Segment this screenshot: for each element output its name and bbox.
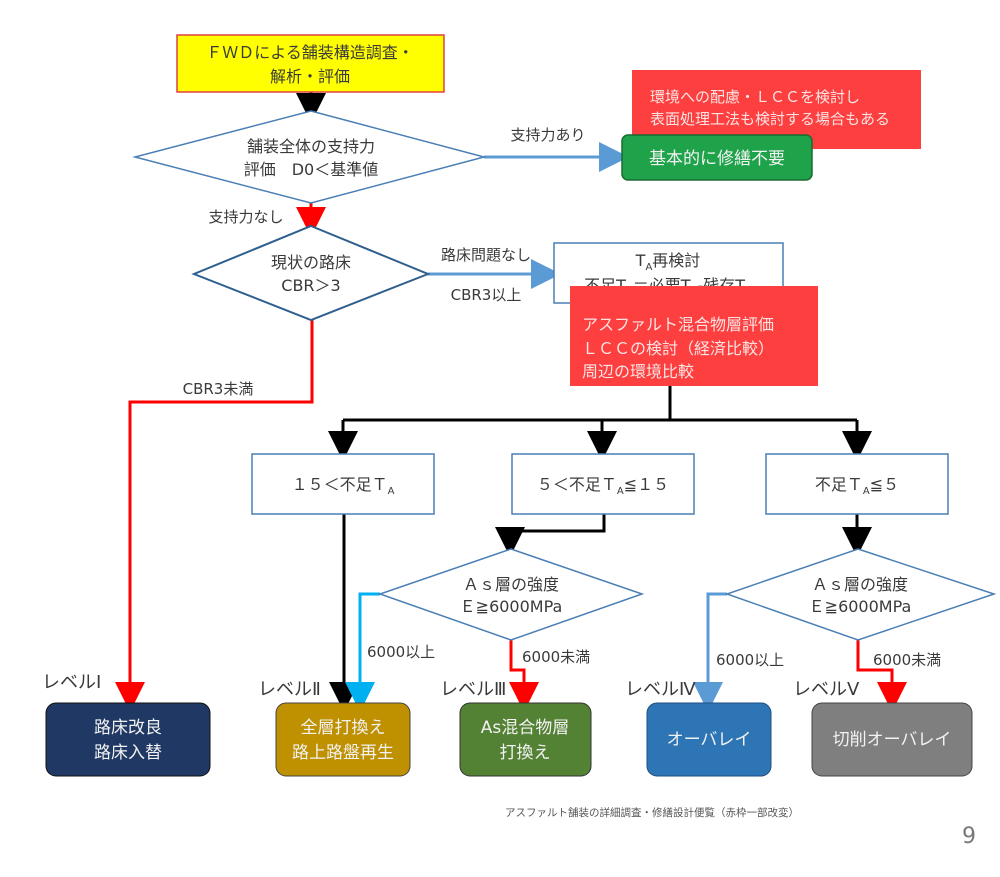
edge-label-as1-under: 6000未満 — [522, 648, 590, 666]
edge-range2-to-as1 — [495, 514, 606, 557]
decision-overall-line1: 舗装全体の支持力 — [247, 137, 375, 156]
decision-subgrade-line1: 現状の路床 — [271, 253, 351, 272]
decision-as1-line1: Ａｓ層の強度 — [463, 575, 559, 594]
level-5-box: 切削オーバレイ — [811, 702, 973, 777]
level-3-box: As混合物層 打換え — [459, 702, 592, 777]
edge-label-cbr-over: CBR3以上 — [451, 286, 522, 304]
edge-label-as2-over: 6000以上 — [716, 651, 784, 669]
decision-subgrade-line2: CBR＞3 — [281, 276, 340, 295]
edge-label-support-no: 支持力なし — [208, 208, 283, 226]
start-box: ＦＷＤによる舗装構造調査・ 解析・評価 — [176, 34, 445, 93]
note-asphalt-evaluation: アスファルト混合物層評価 ＬＣＣの検討（経済比較） 周辺の環境比較 — [570, 286, 818, 386]
level-3-line1: As混合物層 — [481, 718, 570, 738]
decision-as-layer-1: Ａｓ層の強度 Ｅ≧6000MPa — [377, 548, 645, 641]
edge-label-cbr-under: CBR3未満 — [183, 380, 254, 398]
note-env-line2: 表面処理工法も検討する場合もある — [650, 110, 890, 128]
level-2-line1: 全層打換え — [301, 718, 386, 738]
decision-as1-line2: Ｅ≧6000MPa — [460, 597, 563, 616]
edge-as1-under — [509, 640, 539, 712]
start-box-line1: ＦＷＤによる舗装構造調査・ — [206, 43, 414, 62]
edge-as2-under — [856, 640, 907, 712]
edge-as2-over — [693, 592, 727, 712]
decision-as2-line2: Ｅ≧6000MPa — [809, 597, 912, 616]
edge-cbr-under — [115, 320, 314, 712]
level-5-line1: 切削オーバレイ — [833, 730, 952, 750]
range-box-over15-label: １５＜不足ＴA — [292, 475, 395, 497]
range-box-under5-label: 不足ＴA≦５ — [815, 475, 899, 497]
level-2-box: 全層打換え 路上路盤再生 — [275, 702, 411, 777]
level-3-line2: 打換え — [500, 743, 551, 763]
range-box-over15: １５＜不足ＴA — [251, 453, 435, 515]
decision-as2-line1: Ａｓ層の強度 — [812, 575, 908, 594]
range-box-under5: 不足ＴA≦５ — [765, 453, 949, 515]
decision-subgrade: 現状の路床 CBR＞3 — [191, 224, 431, 322]
level-2-line2: 路上路盤再生 — [292, 743, 394, 763]
level-4-line1: オーバレイ — [667, 730, 752, 750]
start-box-line2: 解析・評価 — [270, 67, 350, 86]
edge-label-as2-under: 6000未満 — [873, 651, 941, 669]
range-box-5to15-label: ５＜不足ＴA≦１５ — [537, 475, 669, 497]
decision-overall-support: 舗装全体の支持力 評価 D0＜基準値 — [132, 110, 487, 204]
level-4-box: オーバレイ — [646, 702, 772, 777]
edge-label-support-yes: 支持力あり — [510, 126, 585, 144]
ta-box-line1: TA再検討 — [635, 251, 701, 273]
decision-overall-line2: 評価 D0＜基準値 — [244, 160, 379, 179]
level-1-line1: 路床改良 — [94, 718, 162, 738]
level-4-label: レベルⅣ — [625, 679, 696, 700]
page-number: 9 — [962, 824, 976, 849]
level-1-label: レベルⅠ — [42, 672, 101, 693]
note-asphalt-line1: アスファルト混合物層評価 — [582, 315, 774, 334]
level-1-line2: 路床入替 — [94, 743, 162, 763]
level-3-label: レベルⅢ — [440, 679, 506, 700]
level-2-label: レベルⅡ — [258, 679, 321, 700]
edge-as1-over — [345, 592, 380, 712]
note-env-line1: 環境への配慮・ＬＣＣを検討し — [650, 88, 860, 106]
source-citation: アスファルト舗装の詳細調査・修繕設計便覧（赤枠一部改変） — [505, 806, 799, 819]
decision-as-layer-2: Ａｓ層の強度 Ｅ≧6000MPa — [724, 548, 997, 641]
edge-label-subgrade-ok: 路床問題なし — [441, 246, 531, 264]
level-5-label: レベルⅤ — [793, 679, 860, 700]
note-asphalt-line2: ＬＣＣの検討（経済比較） — [582, 339, 774, 358]
edge-label-as1-over: 6000以上 — [367, 643, 435, 661]
range-box-5to15: ５＜不足ＴA≦１５ — [511, 453, 695, 515]
result-no-repair: 基本的に修繕不要 — [621, 134, 813, 181]
no-repair-label: 基本的に修繕不要 — [649, 149, 785, 169]
level-1-box: 路床改良 路床入替 — [45, 702, 211, 777]
note-asphalt-line3: 周辺の環境比較 — [582, 362, 694, 381]
